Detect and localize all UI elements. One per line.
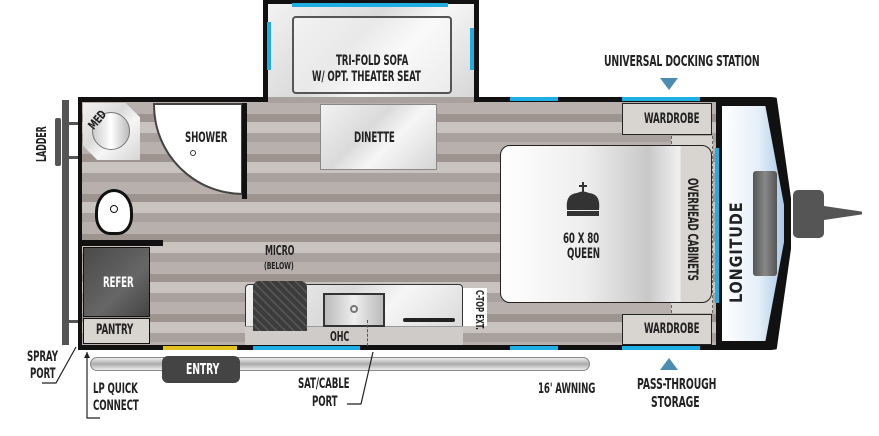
counter-ledge	[82, 240, 163, 246]
sat-cable-label: SAT/CABLE	[298, 376, 350, 392]
ladder	[62, 100, 69, 345]
ladder-bracket	[55, 118, 61, 166]
docking-station-label: UNIVERSAL DOCKING STATION	[604, 52, 760, 70]
lp-quick-label: LP QUICK	[93, 381, 138, 397]
bed-size-label: 60 X 80	[563, 231, 600, 247]
storage-box	[753, 171, 777, 276]
dinette-table	[320, 104, 437, 170]
spray-port-label: SPRAY	[27, 349, 58, 365]
window-bottom-1	[253, 346, 360, 350]
propane-tanks	[793, 190, 824, 238]
window-top-2	[622, 97, 700, 101]
dinette-label: DINETTE	[354, 130, 395, 146]
crown-icon	[563, 180, 603, 220]
sofa-cushion	[292, 16, 452, 94]
sofa-sub-label: W/ OPT. THEATER SEAT	[312, 69, 421, 85]
wardrobe-top	[622, 103, 712, 135]
slide-opening	[268, 97, 474, 103]
wardrobe-bottom	[622, 314, 712, 345]
micro-label: MICRO	[265, 244, 295, 259]
ctop-ext-label: C-TOP EXT.	[473, 290, 486, 330]
window-bottom-3	[622, 346, 700, 350]
ladder-label: LADDER	[35, 126, 50, 162]
sofa-label: TRI-FOLD SOFA	[336, 53, 409, 69]
pass-through-sub-label: STORAGE	[651, 393, 700, 411]
queen-bed	[500, 145, 712, 303]
refer-label: REFER	[103, 275, 134, 291]
sat-cable-sub-label: PORT	[312, 394, 338, 410]
cooktop-cover	[403, 318, 455, 322]
refrigerator	[83, 247, 150, 317]
hitch-tongue	[824, 206, 862, 220]
shower-drain-icon	[190, 150, 196, 156]
awning-label: 16' AWNING	[538, 381, 596, 397]
brand-logo: LONGITUDE	[727, 201, 747, 303]
window-front	[715, 148, 719, 303]
slideout-window-left	[267, 22, 271, 70]
ladder-rung	[69, 122, 81, 125]
lp-quick-sub-label: CONNECT	[93, 398, 139, 414]
ladder-rung	[69, 156, 81, 159]
micro-sub-label: (BELOW)	[264, 261, 294, 272]
slideout-window-right	[470, 28, 474, 70]
ladder-rung	[69, 320, 81, 323]
arrow-up-icon	[660, 358, 678, 370]
sink-bowl	[92, 112, 130, 150]
pantry	[83, 318, 150, 344]
spray-callout-line	[40, 345, 80, 387]
faucet-icon	[350, 305, 358, 313]
wardrobe-top-label: WARDROBE	[644, 111, 700, 127]
wardrobe-bottom-label: WARDROBE	[644, 321, 700, 337]
toilet-seat-dot	[110, 205, 118, 213]
bath-wall	[242, 103, 247, 199]
pantry-label: PANTRY	[96, 322, 134, 338]
bed-type-label: QUEEN	[567, 246, 600, 262]
sat-callout-line	[345, 351, 375, 408]
sat-port-line	[367, 320, 368, 346]
pass-through-label: PASS-THROUGH	[637, 375, 717, 393]
arrow-down-icon	[660, 78, 678, 90]
entry-label: ENTRY	[186, 360, 220, 378]
tri-fold-sofa	[268, 4, 474, 102]
window-top-1	[510, 97, 558, 101]
stove[interactable]	[253, 281, 307, 331]
overhead-cabinets-label: OVERHEAD CABINETS	[684, 178, 700, 281]
shower-label: SHOWER	[185, 130, 228, 146]
lp-callout-line	[84, 352, 104, 422]
countertop-extension	[463, 288, 487, 326]
window-bottom-2	[510, 346, 558, 350]
ohc-label: OHC	[330, 330, 350, 345]
spray-port-sub-label: PORT	[30, 366, 56, 382]
slideout-window	[292, 3, 448, 7]
entry-door[interactable]	[163, 346, 237, 350]
entry-badge[interactable]	[162, 356, 240, 383]
